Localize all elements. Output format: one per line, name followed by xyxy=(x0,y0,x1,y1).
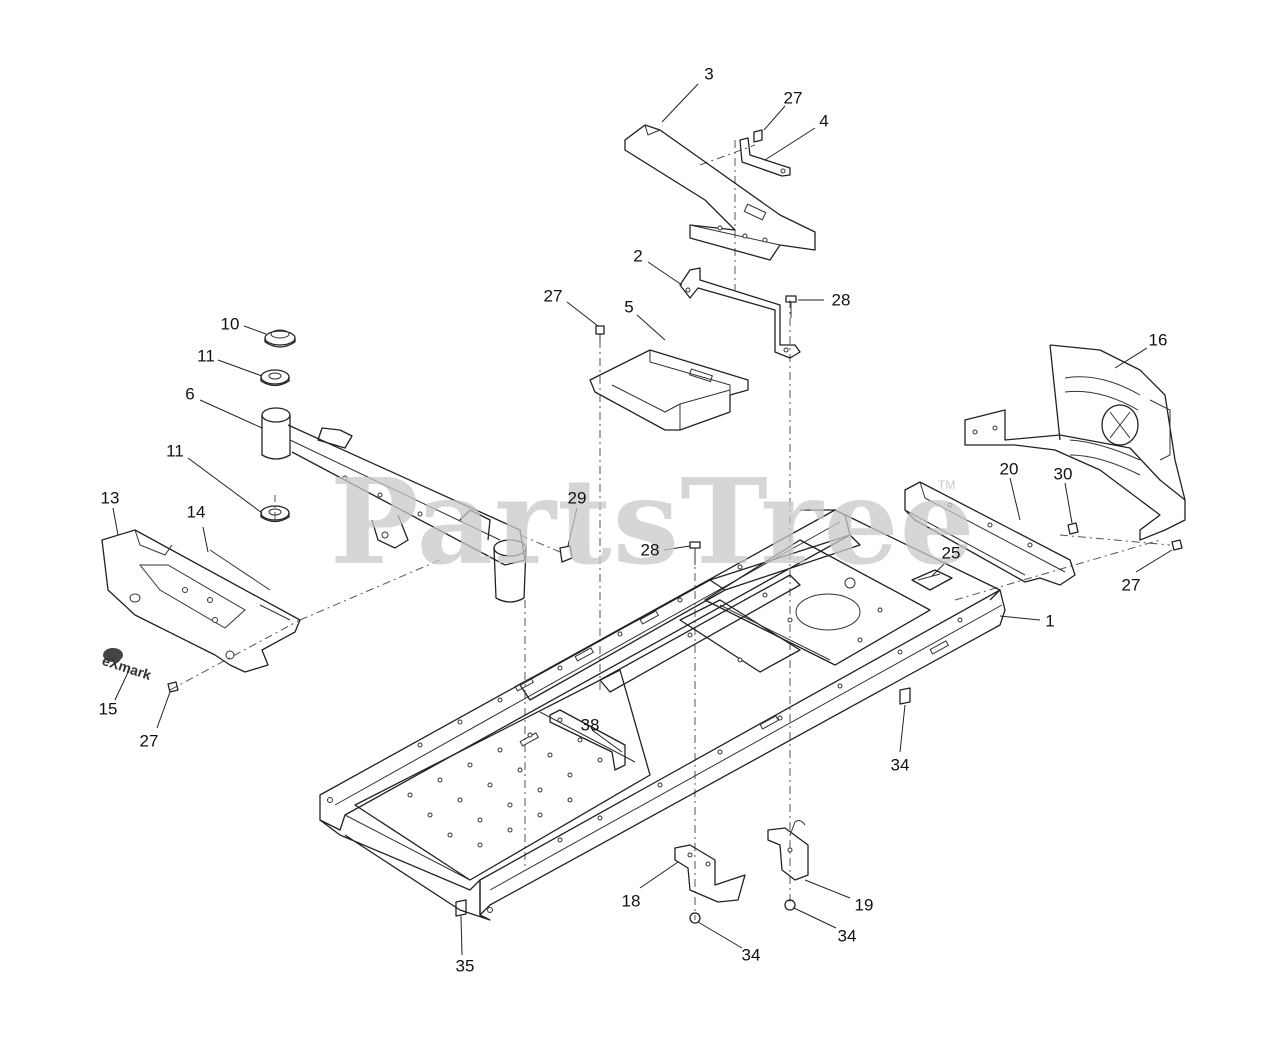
callout-34[interactable]: 34 xyxy=(837,926,857,946)
callout-19[interactable]: 19 xyxy=(854,895,874,915)
logo-text: eXmark xyxy=(100,652,153,683)
callout-11[interactable]: 11 xyxy=(197,346,215,366)
callout-20[interactable]: 20 xyxy=(999,459,1019,479)
part-5-plate xyxy=(589,349,749,431)
callout-28[interactable]: 28 xyxy=(831,290,851,310)
watermark-trademark: TM xyxy=(938,478,956,492)
callout-15[interactable]: 15 xyxy=(98,699,118,719)
part-11-bearing-upper xyxy=(260,369,290,387)
callout-10[interactable]: 10 xyxy=(220,314,240,334)
part-19-bracket xyxy=(767,820,809,881)
callout-5[interactable]: 5 xyxy=(624,297,634,317)
fasteners xyxy=(167,129,1183,924)
assembly-lines xyxy=(169,140,1171,920)
callout-27[interactable]: 27 xyxy=(783,88,803,108)
part-25-label xyxy=(911,569,953,591)
callout-6[interactable]: 6 xyxy=(185,384,195,404)
callout-38[interactable]: 38 xyxy=(580,715,600,735)
part-3-bracket xyxy=(624,124,816,261)
callout-34[interactable]: 34 xyxy=(741,945,761,965)
callout-27[interactable]: 27 xyxy=(139,731,159,751)
callout-1[interactable]: 1 xyxy=(1045,611,1055,631)
callout-25[interactable]: 25 xyxy=(941,543,961,563)
part-4-bracket xyxy=(739,137,791,177)
part-38-bracket xyxy=(549,709,626,771)
part-2-bracket xyxy=(679,267,801,359)
part-10-seal xyxy=(264,329,296,348)
part-15-logo-decal: eXmark xyxy=(100,648,154,683)
callout-30[interactable]: 30 xyxy=(1053,464,1073,484)
callout-11[interactable]: 11 xyxy=(166,441,184,461)
part-13-front-cover xyxy=(101,529,301,673)
part-20-rear-member xyxy=(904,481,1076,586)
callout-27[interactable]: 27 xyxy=(1121,575,1141,595)
part-11-bearing-lower xyxy=(260,505,290,523)
callout-18[interactable]: 18 xyxy=(621,891,641,911)
callout-13[interactable]: 13 xyxy=(100,488,120,508)
callout-35[interactable]: 35 xyxy=(455,956,475,976)
callout-27[interactable]: 27 xyxy=(543,286,563,306)
part-1-main-frame xyxy=(319,509,1006,921)
callout-3[interactable]: 3 xyxy=(704,64,714,84)
part-6-axle xyxy=(261,407,527,603)
part-16-rear-shield xyxy=(964,344,1186,541)
callout-4[interactable]: 4 xyxy=(819,111,829,131)
callout-16[interactable]: 16 xyxy=(1148,330,1168,350)
callout-29[interactable]: 29 xyxy=(567,488,587,508)
callout-34[interactable]: 34 xyxy=(890,755,910,775)
callout-14[interactable]: 14 xyxy=(186,502,206,522)
callout-28[interactable]: 28 xyxy=(640,540,660,560)
part-18-bracket xyxy=(674,844,746,903)
watermark: PartsTree xyxy=(330,452,976,591)
callout-2[interactable]: 2 xyxy=(633,246,643,266)
leader-lines xyxy=(112,83,1173,956)
